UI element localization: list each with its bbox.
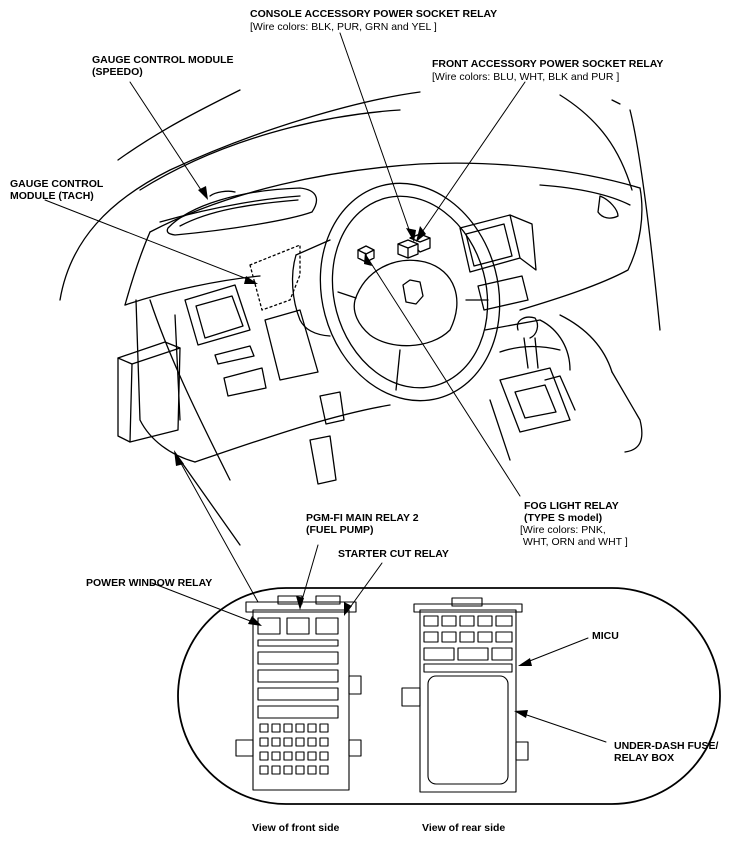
gauge-speedo-label-line1: GAUGE CONTROL MODULE <box>92 54 234 66</box>
console-relay-label: CONSOLE ACCESSORY POWER SOCKET RELAY <box>250 8 498 20</box>
underdash-label-line1: UNDER-DASH FUSE/ <box>614 740 719 752</box>
gauge-cluster-speedo <box>166 187 318 236</box>
fog-relay-wires-line1: [Wire colors: PNK, <box>520 524 606 536</box>
starter-cut-label: STARTER CUT RELAY <box>338 548 449 560</box>
underdash-label-line2: RELAY BOX <box>614 752 675 764</box>
fog-relay-wires-text-2: WHT, ORN and WHT <box>522 536 622 548</box>
front-relay-wires-text: Wire colors: BLU, WHT, BLK and PUR <box>434 71 614 83</box>
view-rear-caption: View of rear side <box>422 822 506 834</box>
gauge-speedo-label-line2: (SPEEDO) <box>92 66 143 78</box>
console-relay-wires-text: Wire colors: BLK, PUR, GRN and YEL <box>252 21 431 33</box>
power-window-label: POWER WINDOW RELAY <box>86 577 213 589</box>
pgm-fi-label-line1: PGM-FI MAIN RELAY 2 <box>306 512 419 524</box>
fog-relay-label-line2: (TYPE S model) <box>524 512 603 524</box>
leader-lines <box>44 32 607 743</box>
fuse-box-front-view <box>235 595 362 791</box>
windshield-outline <box>59 89 661 331</box>
shift-console <box>489 316 576 461</box>
console-relay-wires: [Wire colors: BLK, PUR, GRN and YEL ] <box>250 21 437 33</box>
fog-relay-wires-text-1: Wire colors: PNK, <box>522 524 606 536</box>
gauge-tach-label-line2: MODULE (TACH) <box>10 190 94 202</box>
pgm-fi-label-line2: (FUEL PUMP) <box>306 524 374 536</box>
front-relay-wires: [Wire colors: BLU, WHT, BLK and PUR ] <box>432 71 620 83</box>
micu-label: MICU <box>592 630 619 642</box>
steering-wheel <box>291 182 501 402</box>
view-front-caption: View of front side <box>252 822 340 834</box>
gauge-module-tach <box>249 244 301 311</box>
dashboard <box>124 162 643 481</box>
fog-relay-wires-line2: WHT, ORN and WHT ] <box>522 536 628 548</box>
left-vents <box>184 284 319 397</box>
fuse-box-in-car <box>117 341 181 443</box>
fuse-box-rear-view <box>401 597 529 793</box>
front-relay-label: FRONT ACCESSORY POWER SOCKET RELAY <box>432 58 664 70</box>
center-stack <box>459 214 571 371</box>
fog-relay-label-line1: FOG LIGHT RELAY <box>524 500 619 512</box>
inset-oval <box>177 587 721 805</box>
pedals <box>179 391 345 546</box>
gauge-tach-label-line1: GAUGE CONTROL <box>10 178 104 190</box>
